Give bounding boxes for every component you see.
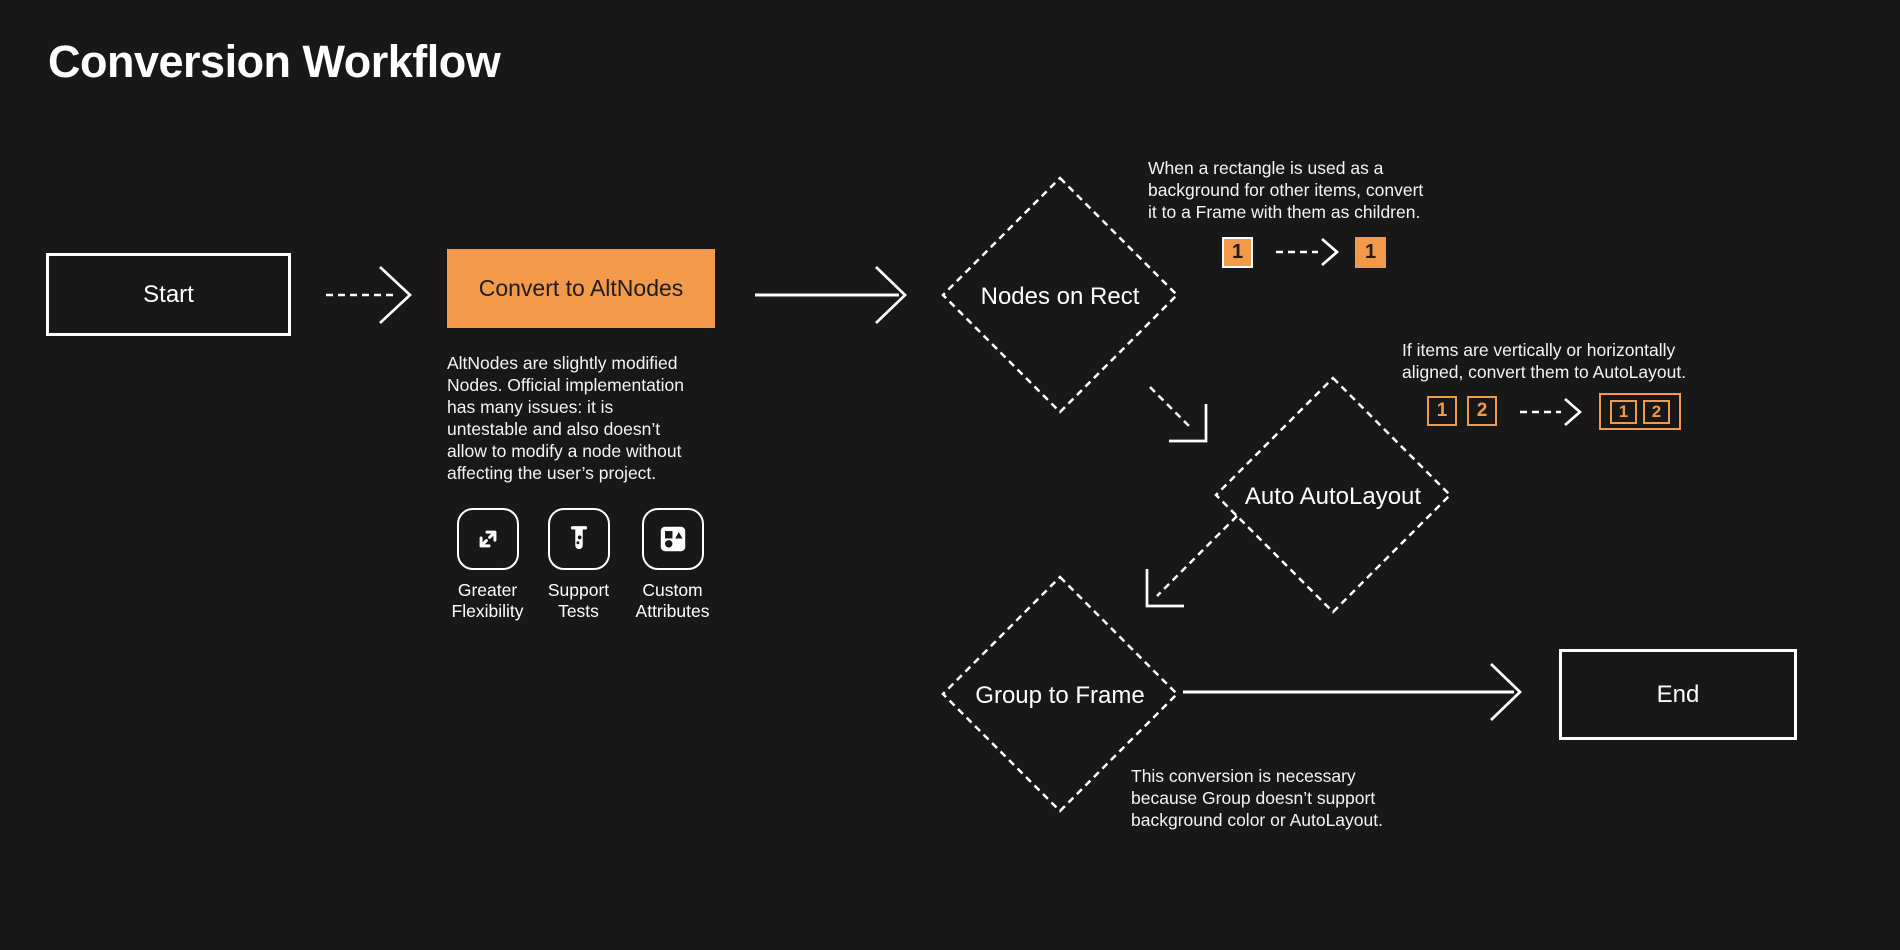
diamond-group-to-frame [941, 575, 1179, 813]
note-autolayout: If items are vertically or horizontally … [1402, 340, 1687, 382]
badge-align-group-item-2: 2 [1643, 399, 1670, 424]
node-convert-to-altnodes-label: Convert to AltNodes [478, 275, 684, 301]
test-tube-icon [547, 508, 610, 570]
badge-rect-after: 1 [1355, 237, 1386, 268]
badge-rect-before: 1 [1222, 237, 1253, 268]
feature-greater-flexibility: Greater Flexibility [439, 508, 536, 622]
badge-align-item-2: 2 [1467, 396, 1497, 426]
arrow-autolayout-to-group-head [1145, 569, 1184, 608]
feature-support-tests-label: Support Tests [547, 580, 610, 621]
node-start: Start [46, 253, 291, 336]
arrow-rect-to-autolayout-shaft [1149, 386, 1193, 430]
node-start-label: Start [143, 280, 194, 308]
badge-align-group: 1 2 [1599, 393, 1681, 430]
note-rect-background: When a rectangle is used as a background… [1148, 158, 1424, 222]
node-group-to-frame-label: Group to Frame [975, 682, 1145, 709]
shapes-icon [641, 508, 704, 570]
feature-greater-flexibility-label: Greater Flexibility [451, 580, 524, 621]
arrow-group-to-end-head [1490, 663, 1522, 721]
arrow-autolayout-to-group-shaft [1156, 515, 1238, 597]
arrow-start-to-convert-head [379, 266, 412, 324]
arrow-align-badges-head [1564, 397, 1583, 427]
node-auto-autolayout-label: Auto AutoLayout [1244, 483, 1422, 510]
diamond-auto-autolayout [1214, 376, 1452, 614]
node-nodes-on-rect-label: Nodes on Rect [980, 283, 1140, 310]
note-group-frame: This conversion is necessary because Gro… [1131, 766, 1383, 830]
node-convert-to-altnodes: Convert to AltNodes [447, 249, 715, 328]
feature-custom-attributes: Custom Attributes [624, 508, 721, 622]
badge-align-group-item-1: 1 [1610, 399, 1637, 424]
note-altnodes: AltNodes are slightly modified Nodes. Of… [447, 353, 685, 483]
feature-custom-attributes-label: Custom Attributes [635, 580, 710, 621]
page-title: Conversion Workflow [48, 36, 501, 87]
node-end-label: End [1656, 680, 1700, 708]
node-end: End [1559, 649, 1797, 740]
arrow-convert-to-rect-head [875, 266, 907, 324]
arrow-rect-to-autolayout-head [1169, 404, 1208, 443]
badge-align-item-1: 1 [1427, 396, 1457, 426]
feature-support-tests: Support Tests [530, 508, 627, 622]
arrow-rect-badges-head [1321, 237, 1340, 267]
diamond-nodes-on-rect [941, 176, 1179, 414]
expand-arrows-icon [456, 508, 519, 570]
